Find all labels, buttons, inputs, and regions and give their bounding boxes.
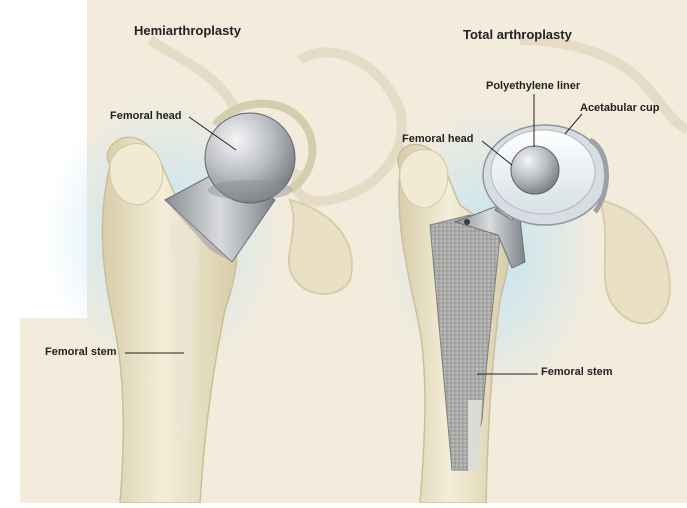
collar-hole xyxy=(464,219,470,225)
label-femoral-head-left: Femoral head xyxy=(110,110,182,122)
label-femoral-stem-right: Femoral stem xyxy=(541,366,613,378)
label-acetabular-cup: Acetabular cup xyxy=(580,102,659,114)
label-femoral-stem-left: Femoral stem xyxy=(45,346,117,358)
label-femoral-head-right: Femoral head xyxy=(402,133,474,145)
panel-title-hemiarthroplasty: Hemiarthroplasty xyxy=(134,23,241,38)
label-polyethylene-liner: Polyethylene liner xyxy=(486,80,580,92)
femoral-head-ball-right xyxy=(511,146,559,194)
panel-title-total-arthroplasty: Total arthroplasty xyxy=(463,27,572,42)
ball-rim-left xyxy=(208,180,292,200)
